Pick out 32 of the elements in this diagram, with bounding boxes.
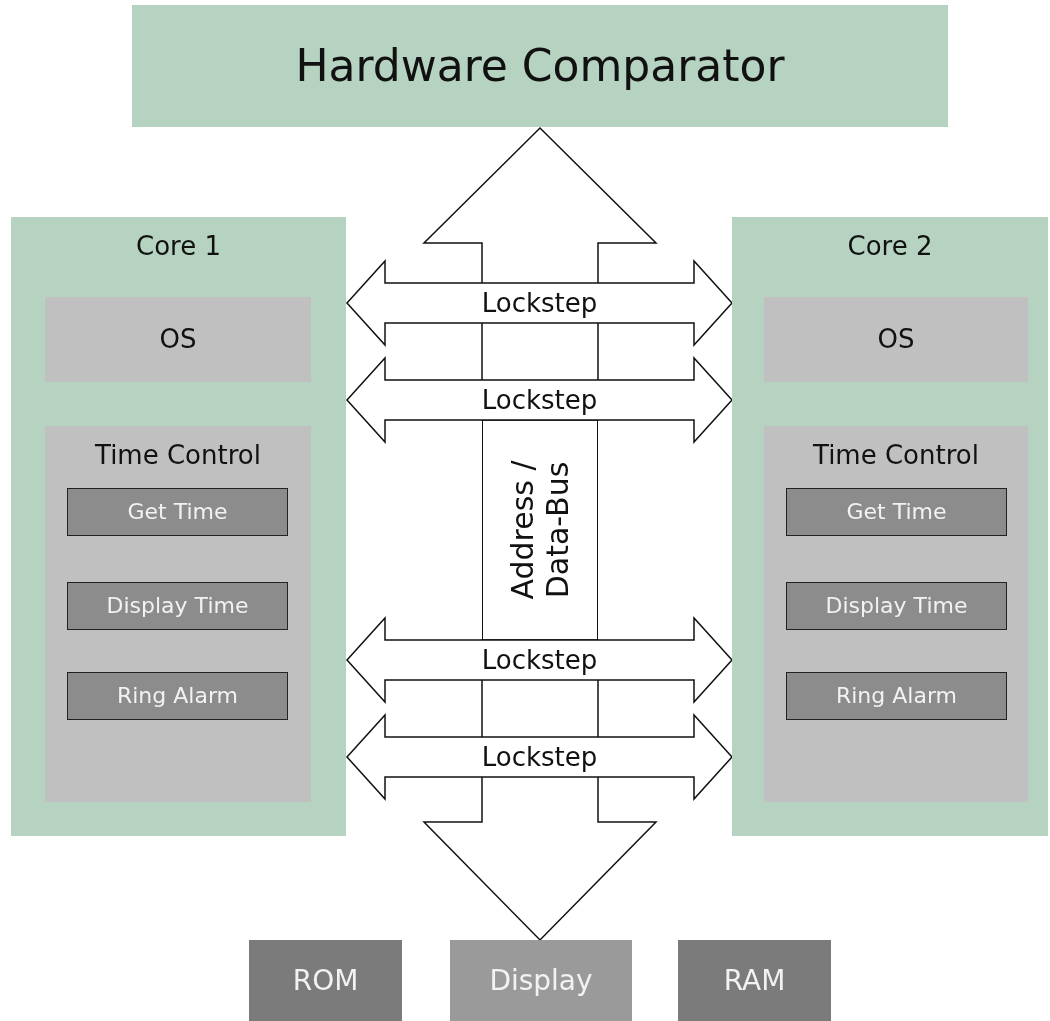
bus-segment [482, 420, 598, 640]
panel-title: Time Control [95, 440, 261, 472]
core-panel [11, 217, 346, 836]
function-box [67, 672, 288, 720]
box-label: ROM [292, 963, 359, 998]
core-panel [732, 217, 1048, 836]
function-box [786, 672, 1007, 720]
box-label: Ring Alarm [116, 682, 238, 710]
box-label: Display Time [106, 592, 249, 620]
box-label: RAM [723, 963, 786, 998]
panel-title: Core 2 [847, 231, 933, 263]
function-box [67, 488, 288, 536]
function-box [786, 582, 1007, 630]
box-label: Hardware Comparator [295, 39, 785, 93]
module-panel [764, 426, 1028, 802]
box-label: Ring Alarm [835, 682, 957, 710]
bus-label: Address / Data-Bus [505, 459, 575, 602]
box-label: OS [877, 323, 915, 356]
comparator-box [132, 5, 948, 127]
memory-box [678, 940, 831, 1021]
memory-box [249, 940, 402, 1021]
box-label: Get Time [846, 498, 947, 526]
panel-title: Core 1 [136, 231, 221, 263]
box-label: Display Time [825, 592, 968, 620]
box-label: OS [159, 323, 197, 356]
box-label: Get Time [127, 498, 228, 526]
module-panel [45, 426, 311, 802]
function-box [67, 582, 288, 630]
panel-title: Time Control [813, 440, 979, 472]
device-box [450, 940, 632, 1021]
function-box [786, 488, 1007, 536]
box-label: Display [489, 963, 593, 998]
